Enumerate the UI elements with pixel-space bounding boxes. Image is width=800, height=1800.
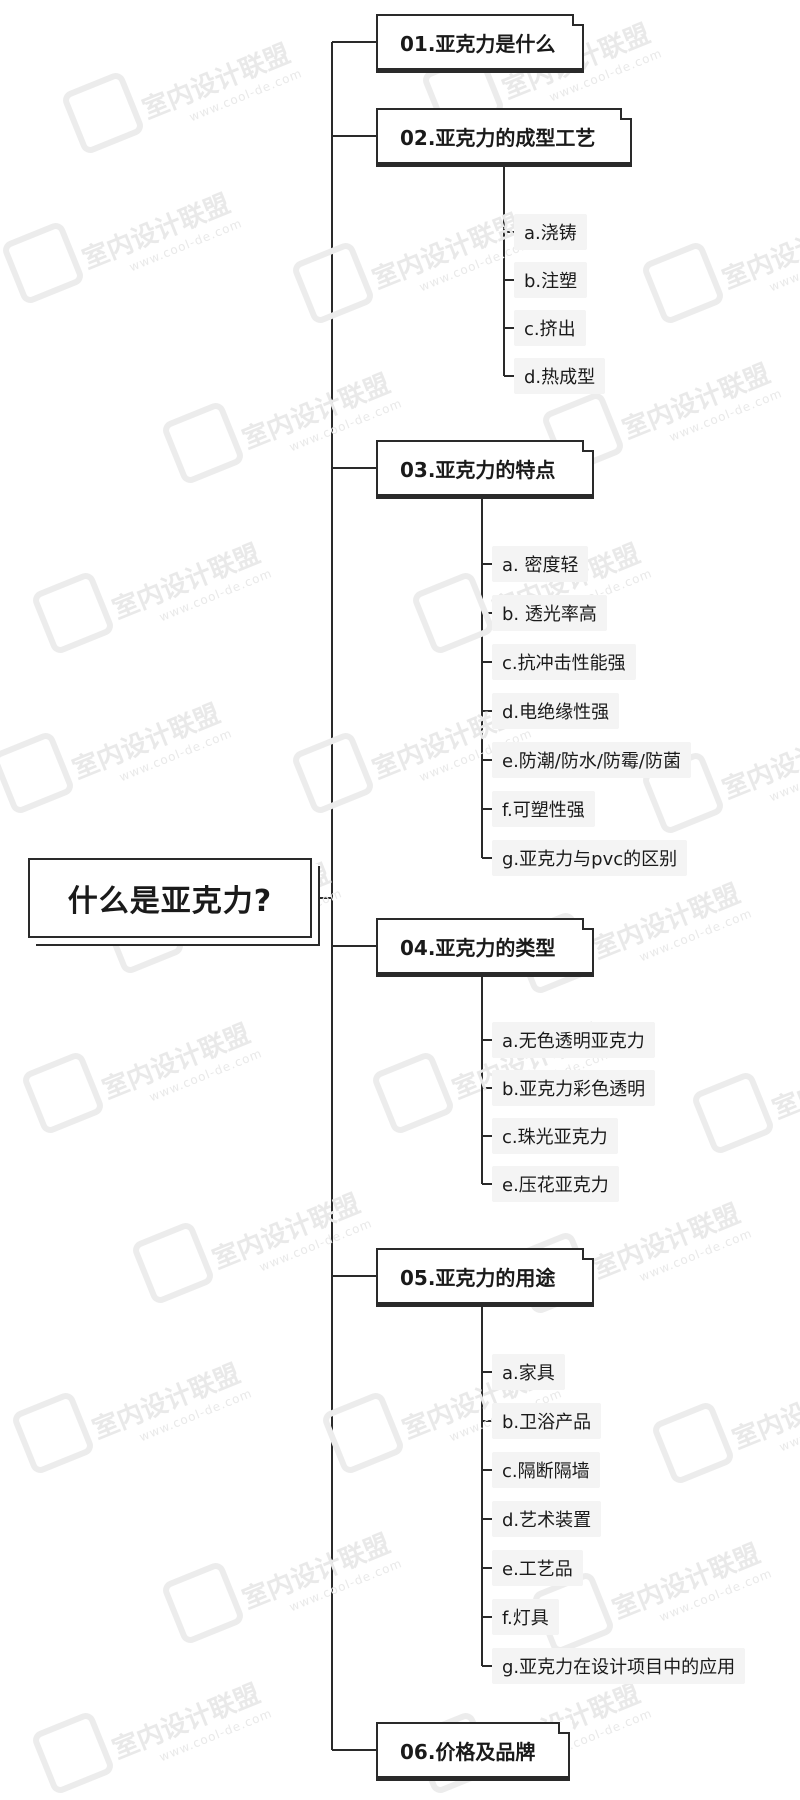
corner-fold-decoration <box>582 1246 596 1260</box>
topic-node[interactable]: 04.亚克力的类型 <box>376 916 596 974</box>
topic-label: 04.亚克力的类型 <box>400 935 556 960</box>
topic-node[interactable]: 03.亚克力的特点 <box>376 438 596 496</box>
subtopic-item[interactable]: c.挤出 <box>514 310 586 346</box>
corner-fold-decoration <box>582 916 596 930</box>
topic-label: 06.价格及品牌 <box>400 1739 536 1764</box>
subtopic-item[interactable]: g.亚克力与pvc的区别 <box>492 840 688 876</box>
topic-label: 05.亚克力的用途 <box>400 1265 556 1290</box>
subtopic-item[interactable]: b.卫浴产品 <box>492 1403 602 1439</box>
subtopic-item[interactable]: c.抗冲击性能强 <box>492 644 636 680</box>
subtopic-item[interactable]: f.灯具 <box>492 1599 559 1635</box>
root-node[interactable]: 什么是亚克力? <box>28 858 312 938</box>
subtopic-item[interactable]: d.电绝缘性强 <box>492 693 620 729</box>
topic-label: 01.亚克力是什么 <box>400 31 556 56</box>
subtopic-item[interactable]: d.艺术装置 <box>492 1501 602 1537</box>
topic-label: 03.亚克力的特点 <box>400 457 556 482</box>
subtopic-item[interactable]: e.压花亚克力 <box>492 1166 619 1202</box>
subtopic-item[interactable]: e.防潮/防水/防霉/防菌 <box>492 742 691 778</box>
subtopic-item[interactable]: c.珠光亚克力 <box>492 1118 618 1154</box>
corner-fold-decoration <box>572 12 586 26</box>
subtopic-item[interactable]: a.家具 <box>492 1354 565 1390</box>
topic-node[interactable]: 06.价格及品牌 <box>376 1720 572 1778</box>
subtopic-item[interactable]: a. 密度轻 <box>492 546 589 582</box>
subtopic-item[interactable]: a.浇铸 <box>514 214 587 250</box>
topic-node[interactable]: 01.亚克力是什么 <box>376 12 586 70</box>
subtopic-item[interactable]: e.工艺品 <box>492 1550 583 1586</box>
subtopic-item[interactable]: a.无色透明亚克力 <box>492 1022 655 1058</box>
subtopic-item[interactable]: g.亚克力在设计项目中的应用 <box>492 1648 746 1684</box>
subtopic-item[interactable]: b.亚克力彩色透明 <box>492 1070 656 1106</box>
subtopic-item[interactable]: f.可塑性强 <box>492 791 595 827</box>
subtopic-item[interactable]: d.热成型 <box>514 358 606 394</box>
corner-fold-decoration <box>582 438 596 452</box>
corner-fold-decoration <box>620 106 634 120</box>
topic-node[interactable]: 02.亚克力的成型工艺 <box>376 106 634 164</box>
subtopic-item[interactable]: b.注塑 <box>514 262 588 298</box>
topic-node[interactable]: 05.亚克力的用途 <box>376 1246 596 1304</box>
topic-label: 02.亚克力的成型工艺 <box>400 125 596 150</box>
subtopic-item[interactable]: c.隔断隔墙 <box>492 1452 600 1488</box>
corner-fold-decoration <box>558 1720 572 1734</box>
subtopic-item[interactable]: b. 透光率高 <box>492 595 607 631</box>
root-label: 什么是亚克力? <box>67 884 273 919</box>
